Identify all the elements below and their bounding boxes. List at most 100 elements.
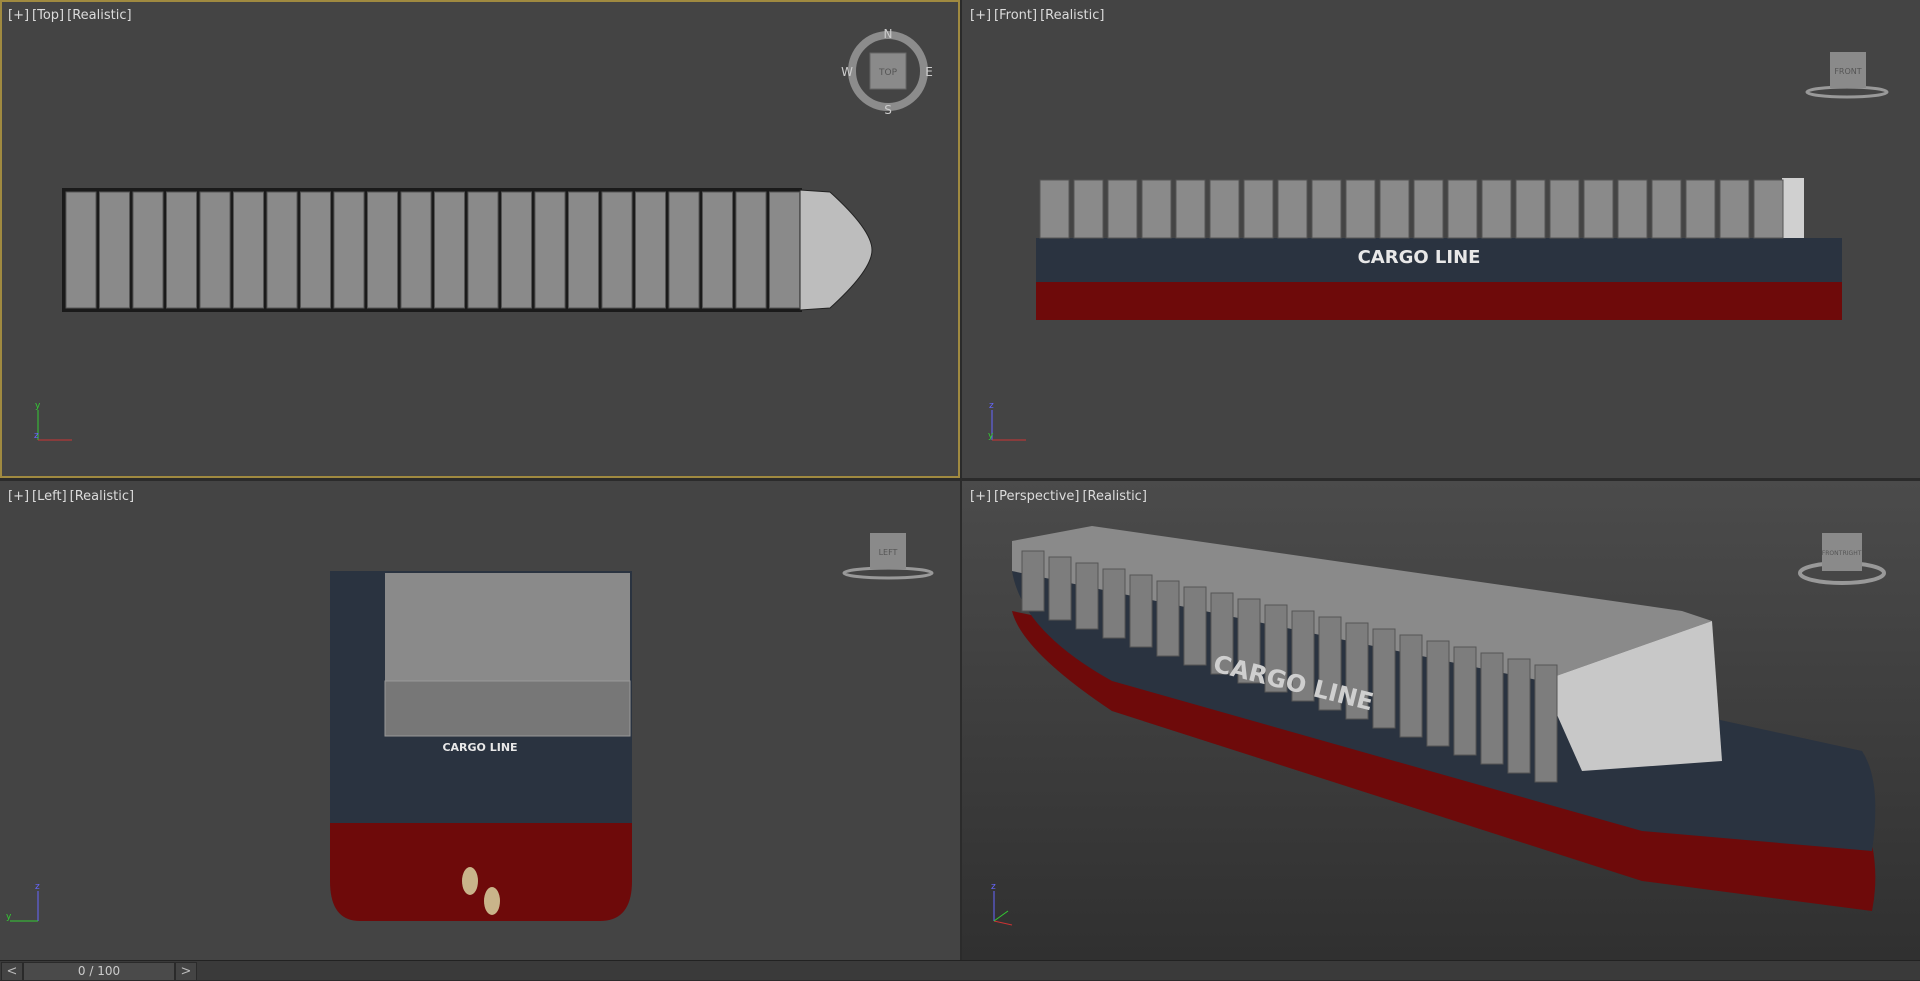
container-bay [199, 191, 231, 309]
container-bay [601, 191, 633, 309]
viewport-menu[interactable]: [+] [970, 489, 992, 504]
container-bay [1345, 622, 1369, 720]
container-bay [1583, 179, 1614, 239]
viewcube-compass[interactable]: TOP N E S W [841, 27, 933, 117]
viewcube-face[interactable]: TOP [878, 68, 898, 78]
container-bay [534, 191, 566, 309]
container-bay [1243, 179, 1274, 239]
viewcube[interactable]: FRONT RIGHT [1798, 533, 1886, 585]
shading-mode[interactable]: [Realistic] [67, 8, 132, 23]
shading-mode[interactable]: [Realistic] [69, 489, 135, 504]
viewport-label[interactable]: [+][Left][Realistic] [8, 489, 137, 504]
container-bay [1685, 179, 1716, 239]
viewport-perspective[interactable]: [+][Perspective][Realistic] CARGO LINE F… [962, 481, 1920, 960]
container-bay [1277, 179, 1308, 239]
container-bay [1345, 179, 1376, 239]
svg-text:RIGHT: RIGHT [1843, 550, 1862, 557]
viewport-front[interactable]: [+][Front][Realistic] CARGO LINE FRONT z… [962, 0, 1920, 478]
svg-text:z: z [989, 401, 994, 411]
container-bay [1141, 179, 1172, 239]
container-bay [635, 191, 666, 309]
viewport-menu[interactable]: [+] [8, 8, 30, 23]
container-bay [400, 191, 432, 309]
view-type[interactable]: [Left] [32, 489, 67, 504]
axis-gizmo: yz [34, 401, 72, 441]
view-type[interactable]: [Perspective] [994, 489, 1080, 504]
view-type[interactable]: [Top] [32, 8, 65, 23]
viewport-label[interactable]: [+][Front][Realistic] [970, 8, 1108, 23]
compass-n[interactable]: N [884, 27, 893, 41]
compass-e[interactable]: E [925, 65, 933, 79]
svg-text:z: z [991, 882, 996, 892]
container-bay [1311, 179, 1342, 239]
hull-text: CARGO LINE [442, 741, 517, 754]
shading-mode[interactable]: [Realistic] [1040, 8, 1105, 23]
container-bay [233, 191, 264, 309]
viewport-menu[interactable]: [+] [970, 8, 992, 23]
compass-s[interactable]: S [884, 103, 892, 117]
container-bay [132, 191, 164, 309]
svg-text:FRONT: FRONT [1822, 550, 1843, 557]
container-bay [434, 191, 465, 309]
container-bay [1048, 556, 1072, 621]
container-bay [1453, 646, 1477, 756]
viewport-label[interactable]: [+][Top][Realistic] [8, 8, 135, 23]
container-bay [1753, 179, 1784, 239]
view-type[interactable]: [Front] [994, 8, 1038, 23]
front-view-ship: CARGO LINE FRONT zy [988, 52, 1889, 441]
container-bay [1237, 598, 1261, 684]
next-frame-button[interactable]: > [175, 962, 197, 981]
left-view-ship: CARGO LINE LEFT zy [6, 533, 934, 922]
compass-w[interactable]: W [841, 65, 853, 79]
container-bay [1379, 179, 1410, 239]
container-bay [1210, 592, 1234, 675]
container-bay [1549, 179, 1580, 239]
svg-text:z: z [35, 882, 40, 892]
container-bay [1447, 179, 1478, 239]
container-bay [1039, 179, 1070, 239]
container-bay [568, 191, 599, 309]
container-bay [1480, 652, 1504, 765]
container-bay [1156, 580, 1180, 657]
axis-gizmo: zy [6, 882, 40, 922]
svg-text:LEFT: LEFT [879, 548, 898, 557]
top-view-ship: TOP N E S W yz [34, 27, 933, 441]
container-bay [1318, 616, 1342, 711]
viewport-label[interactable]: [+][Perspective][Realistic] [970, 489, 1150, 504]
axis-gizmo: zy [988, 401, 1026, 441]
container-bay [1175, 179, 1206, 239]
container-bay [1413, 179, 1444, 239]
container-bay [266, 191, 298, 309]
previous-frame-button[interactable]: < [1, 962, 23, 981]
container-bay [769, 191, 800, 309]
viewcube[interactable]: LEFT [842, 533, 934, 580]
container-bay [1183, 586, 1207, 666]
shading-mode[interactable]: [Realistic] [1082, 489, 1147, 504]
container-bay [1507, 658, 1531, 774]
container-bay [1534, 664, 1558, 783]
container-bay [1021, 550, 1045, 612]
viewcube[interactable]: FRONT [1805, 52, 1889, 99]
container-bay [99, 191, 130, 309]
container-bay [1264, 604, 1288, 693]
container-bay [1102, 568, 1126, 639]
perspective-view-ship: CARGO LINE FRONT RIGHT z [991, 526, 1886, 926]
svg-text:y: y [988, 431, 994, 441]
container-bay [1719, 179, 1750, 239]
time-slider[interactable]: 0 / 100 [23, 962, 175, 981]
container-bay [1129, 574, 1153, 648]
axis-gizmo: z [991, 882, 1013, 926]
hull-text: CARGO LINE [1358, 247, 1481, 268]
svg-text:FRONT: FRONT [1834, 67, 1861, 76]
viewport-menu[interactable]: [+] [8, 489, 30, 504]
container-bay [467, 191, 499, 309]
container-bay [367, 191, 398, 309]
container-bay [1617, 179, 1648, 239]
container-bay [65, 191, 97, 309]
container-bay [1075, 562, 1099, 630]
container-bay [1426, 640, 1450, 747]
container-bay [166, 191, 197, 309]
svg-text:z: z [34, 431, 39, 441]
